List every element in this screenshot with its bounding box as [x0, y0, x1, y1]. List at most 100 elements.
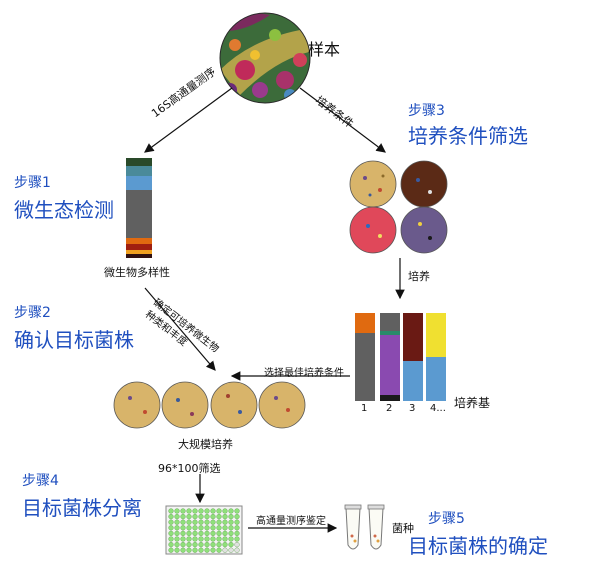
well — [234, 530, 240, 537]
well — [222, 530, 228, 537]
well — [222, 536, 228, 542]
well — [210, 519, 216, 525]
well — [168, 519, 174, 525]
well — [192, 508, 198, 514]
culture-arrow-label: 培养 — [408, 270, 430, 283]
well — [222, 525, 228, 531]
well — [210, 536, 216, 542]
well — [192, 536, 198, 542]
well — [204, 519, 210, 525]
well — [216, 508, 222, 514]
well — [174, 519, 180, 525]
select-condition-label: 选择最佳培养条件 — [264, 368, 344, 379]
well-plate-96 — [165, 505, 243, 555]
plate-brown — [400, 160, 448, 208]
well — [216, 530, 222, 537]
culture-plate-grid — [349, 160, 448, 254]
well — [210, 547, 216, 553]
well — [222, 513, 228, 520]
well — [174, 508, 180, 514]
strain-tubes — [344, 504, 385, 550]
tube-3 — [403, 313, 423, 401]
well — [234, 547, 240, 553]
well — [186, 530, 192, 537]
well — [234, 536, 240, 542]
well — [228, 508, 234, 514]
well — [168, 508, 174, 514]
well — [228, 536, 234, 542]
well — [234, 508, 240, 514]
well — [210, 541, 216, 548]
sample-label: 样本 — [308, 40, 341, 59]
well — [204, 530, 210, 537]
sample-image — [220, 13, 310, 103]
well — [198, 541, 204, 548]
well — [180, 508, 186, 514]
media-label: 培养基 — [454, 396, 491, 410]
well — [222, 547, 228, 553]
well — [210, 513, 216, 520]
well — [216, 536, 222, 542]
well — [186, 508, 192, 514]
step1-number: 步骤1 — [14, 175, 51, 191]
large-scale-label: 大规模培养 — [178, 438, 233, 451]
well — [174, 536, 180, 542]
well — [204, 513, 210, 520]
step2-number: 步骤2 — [14, 305, 51, 321]
media-tubes — [355, 313, 446, 401]
well — [198, 536, 204, 542]
step1-caption: 微生物多样性 — [104, 266, 170, 279]
well — [192, 547, 198, 553]
well — [216, 547, 222, 553]
well — [234, 541, 240, 548]
well — [180, 547, 186, 553]
well — [222, 508, 228, 514]
plate-large-1 — [113, 381, 161, 429]
tube-label-2: 2 — [386, 403, 393, 414]
sample-border — [219, 12, 311, 104]
tube-label-1: 1 — [361, 403, 368, 414]
well — [174, 513, 180, 520]
plate-tan — [349, 160, 397, 208]
well — [234, 525, 240, 531]
well — [210, 530, 216, 537]
well — [168, 536, 174, 542]
well — [204, 536, 210, 542]
screen-label: 96*100筛选 — [158, 462, 221, 475]
well — [204, 541, 210, 548]
well — [204, 525, 210, 531]
strain-tube-2 — [368, 507, 384, 550]
well — [192, 541, 198, 548]
diversity-bar — [126, 158, 152, 258]
well — [174, 541, 180, 548]
step4-number: 步骤4 — [22, 473, 59, 489]
well — [180, 513, 186, 520]
well — [174, 547, 180, 553]
well — [168, 530, 174, 537]
plate-red — [349, 206, 397, 254]
well — [192, 519, 198, 525]
well — [228, 547, 234, 553]
tube-2 — [380, 313, 400, 401]
well — [210, 525, 216, 531]
strain-label: 菌种 — [392, 522, 414, 535]
plate-large-2 — [161, 381, 209, 429]
tube-4 — [426, 313, 446, 401]
well — [192, 530, 198, 537]
well — [228, 530, 234, 537]
well — [198, 525, 204, 531]
well — [228, 541, 234, 548]
well — [180, 530, 186, 537]
well — [168, 513, 174, 520]
well — [186, 547, 192, 553]
plate-purple — [400, 206, 448, 254]
arrow-sample-to-step1 — [144, 87, 233, 153]
well — [174, 530, 180, 537]
well — [216, 513, 222, 520]
well — [234, 513, 240, 520]
well — [180, 525, 186, 531]
tube-1 — [355, 313, 375, 401]
well — [186, 513, 192, 520]
step3-title: 培养条件筛选 — [408, 124, 528, 148]
well — [180, 519, 186, 525]
